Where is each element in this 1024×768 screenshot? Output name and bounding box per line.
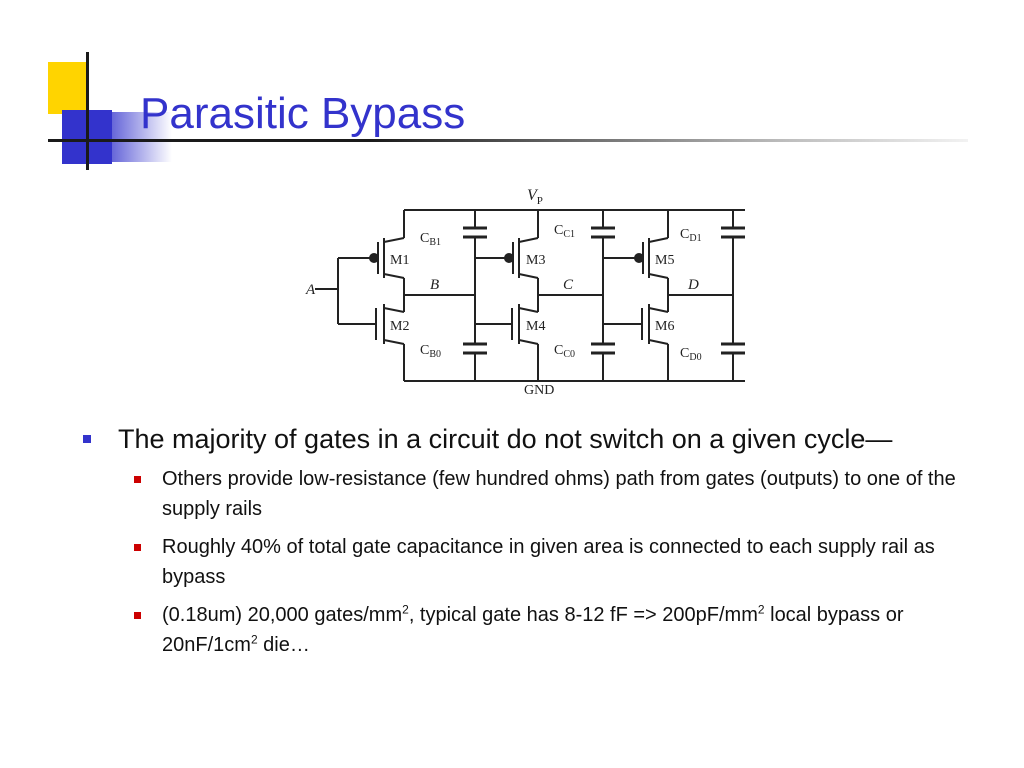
square-bullet-icon [83, 435, 91, 443]
square-bullet-icon [134, 476, 141, 483]
vp-label: VP [527, 187, 543, 207]
decor-vertical-line [86, 52, 89, 170]
m1-gate-bubble [369, 253, 379, 263]
square-bullet-icon [134, 612, 141, 619]
title-underline [48, 139, 968, 142]
node-d-label: D [687, 277, 699, 293]
m3-label: M3 [526, 253, 545, 268]
sub-bullet-3: (0.18um) 20,000 gates/mm2, typical gate … [134, 600, 990, 660]
slide-title: Parasitic Bypass [140, 89, 466, 138]
square-bullet-icon [134, 544, 141, 551]
decor-yellow-square [48, 62, 88, 114]
m5-label: M5 [655, 253, 674, 268]
node-c-label: C [563, 277, 574, 293]
sub-bullet-2: Roughly 40% of total gate capacitance in… [134, 532, 990, 592]
cd0-label: CD0 [680, 346, 702, 363]
bullet-list: The majority of gates in a circuit do no… [80, 422, 990, 660]
cc0-label: CC0 [554, 343, 575, 360]
cd1-label: CD1 [680, 227, 702, 244]
cb1-label: CB1 [420, 231, 441, 248]
node-b-label: B [430, 277, 439, 293]
sub-bullet-1: Others provide low-resistance (few hundr… [134, 464, 990, 524]
node-a-label: A [305, 282, 316, 298]
m4-label: M4 [526, 319, 545, 334]
cb0-label: CB0 [420, 343, 441, 360]
circuit-diagram: VP GND A B C D M1 M2 M3 M4 M5 M6 CB1 CB0… [305, 187, 745, 397]
decor-blue-gradient [112, 112, 172, 162]
m1-label: M1 [390, 253, 409, 268]
m6-label: M6 [655, 319, 674, 334]
circuit-figure: VP GND A B C D M1 M2 M3 M4 M5 M6 CB1 CB0… [270, 172, 770, 397]
m2-label: M2 [390, 319, 409, 334]
bullet-main: The majority of gates in a circuit do no… [80, 422, 990, 456]
cc1-label: CC1 [554, 223, 575, 240]
gnd-label: GND [524, 383, 554, 397]
